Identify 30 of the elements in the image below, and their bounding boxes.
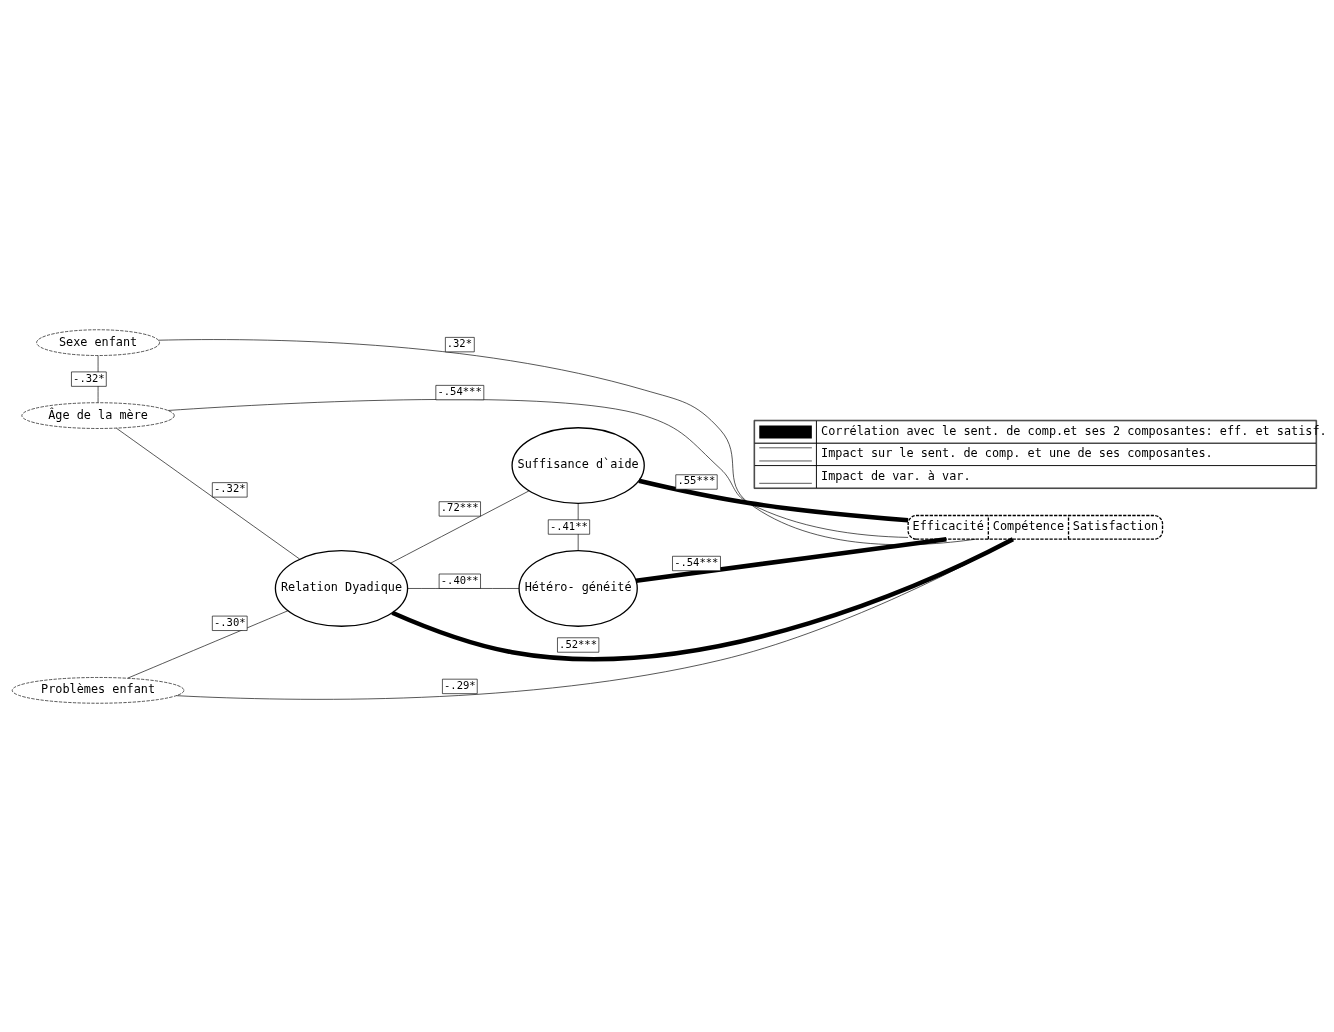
connector <box>407 587 520 589</box>
connector <box>158 338 976 545</box>
edge-label: .72*** <box>440 500 479 513</box>
connector <box>167 398 909 538</box>
edge-label: .32* <box>446 336 472 349</box>
legend-label: Impact de var. à var. <box>821 468 971 483</box>
connector <box>635 536 947 583</box>
connector <box>176 538 1014 700</box>
node-ellipse: Problèmes enfant <box>11 676 185 704</box>
edge-label: .52*** <box>559 637 598 649</box>
edge-label: -.29* <box>444 678 476 691</box>
node-ellipse: Relation Dyadique <box>274 549 409 627</box>
connector <box>127 609 289 678</box>
edge-label: -.54*** <box>437 384 482 397</box>
edge-label: -.41** <box>549 519 588 532</box>
node-ellipse: Sexe enfant <box>36 328 160 356</box>
node-ellipse: Âge de la mère <box>21 401 175 429</box>
node-ellipse: Hétéro- généité <box>518 549 638 627</box>
edge-label: -.30* <box>213 615 246 628</box>
edge-label: -.32* <box>213 481 246 494</box>
connector <box>116 427 300 559</box>
node-ellipse: Suffisance d`aide <box>511 426 645 504</box>
connector <box>390 490 530 563</box>
connector <box>638 478 909 522</box>
edge-label: .55*** <box>677 473 716 486</box>
legend-label: Impact sur le sent. de comp. et une de ses composantes. <box>821 445 1213 460</box>
connector <box>391 536 1014 661</box>
edge-label: -.40** <box>440 573 479 586</box>
edge-label: -.54*** <box>674 555 719 568</box>
edge-label: -.32* <box>73 371 105 384</box>
